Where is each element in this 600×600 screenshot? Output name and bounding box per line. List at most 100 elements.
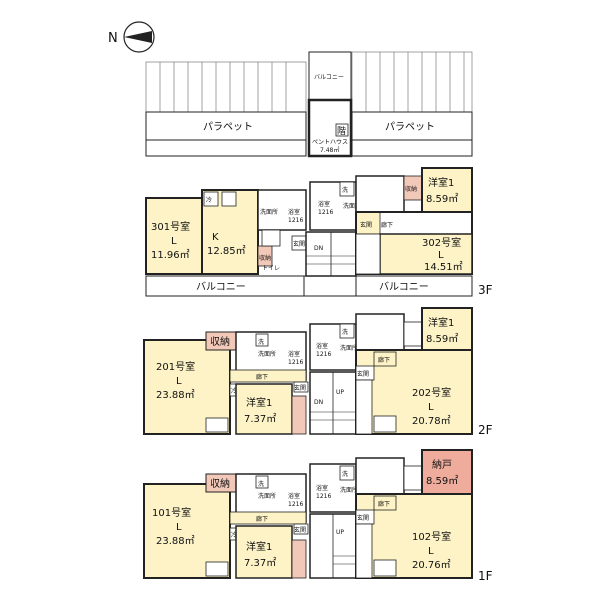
room-201-bedroom-name: 洋室1 [246,396,272,409]
floor3-entrance-right-label: 玄関 [360,221,372,229]
floor1-fridge-label: 冷 [231,531,237,539]
roof-level: パラペット パラペット バルコニー 階 ペントハウス 7.48㎡ [145,51,473,158]
room-301-area: 11.96㎡ [151,249,190,261]
floor2-fridge-label: 冷 [231,387,237,395]
floor3-label: 3F [478,283,493,297]
floor3-toilet-label: トイレ [262,265,280,272]
floor1-up-label: UP [336,529,344,536]
floor1-wash-right-label: 洗 [342,470,348,478]
room-301-name: 301号室 [151,220,190,233]
floor3-dn-label: DN [314,245,323,252]
floor2-up-label: UP [336,389,344,396]
floor3-storage-label: 収納 [259,254,271,262]
floor2-wash-right-label: 洗 [342,328,348,336]
room-102-closet-area: 8.59㎡ [426,475,458,487]
room-202-type: L [428,402,434,413]
room-101-bedroom-name: 洋室1 [246,540,272,553]
room-101-bedroom-area: 7.37㎡ [244,557,276,569]
floor1-bath-right-size: 1216 [316,493,331,500]
floor3-entrance-left-label: 玄関 [293,240,305,248]
room-302-bedroom-name: 洋室1 [428,176,454,189]
floor1-washroom-right-label: 洗面所 [340,486,358,494]
floor1-entrance-right-label: 玄関 [357,514,369,522]
room-102-closet-name: 納戸 [432,458,452,471]
room-202-name: 202号室 [412,386,451,399]
floor2-kitchen-right-icon [373,415,397,433]
floor3-wash-label: 洗 [342,186,348,194]
floor3-washroom-label: 洗面所 [260,208,278,216]
floor1-wash-left-label: 洗 [258,480,264,488]
floor3-balcony-left-label: バルコニー [196,281,246,293]
floor3-fridge-label: 冷 [206,196,212,204]
room-302 [379,233,473,275]
room-302-name: 302号室 [422,236,461,249]
floor2-bath-right-size: 1216 [316,351,331,358]
room-101-area: 23.88㎡ [156,535,195,547]
floor2-corridor-right-label: 廊下 [378,356,390,364]
kitchen-name: K [212,232,219,243]
floor1-storage-label: 収納 [210,477,230,490]
penthouse-area: 7.48㎡ [320,146,339,154]
stove-icon [221,191,237,207]
floor2-dn-label: DN [314,399,323,406]
room-302-bedroom-area: 8.59㎡ [426,193,458,205]
floor-2: 収納 201号室 L 23.88㎡ 冷 洗 洗面所 浴室 1216 廊下 玄関 … [143,307,493,437]
parapet-left-label: パラペット [203,121,253,133]
floor3-wet-area [257,189,307,231]
room-301 [145,197,203,275]
parapet-right-label: パラペット [385,121,435,133]
room-201-type: L [176,376,182,387]
room-101-bedroom [235,525,293,579]
room-302-area: 14.51㎡ [424,261,463,273]
floor2-storage-label: 収納 [210,335,230,348]
room-301-type: L [171,236,177,247]
floor1-kitchen-right-icon [373,559,397,577]
room-202-area: 20.78㎡ [412,415,451,427]
room-101-name: 101号室 [152,506,191,519]
floor3-balcony-right-label: バルコニー [379,281,429,293]
roof-balcony-label: バルコニー [314,74,344,81]
penthouse-label: ペントハウス [312,138,348,146]
floor2-kitchen-icon [205,417,229,433]
compass: N [108,21,155,53]
room-102-type: L [428,546,434,557]
floor2-bath-left-size: 1216 [288,359,303,366]
floor2-entrance-left-label: 玄関 [294,384,306,392]
floor1-bath-right-label: 浴室 [316,484,328,492]
floor1-washroom-left-label: 洗面所 [258,492,276,500]
floor1-bath-left-label: 浴室 [288,492,300,500]
compass-north-label: N [108,31,118,46]
room-201-bedroom [235,383,293,435]
room-201-name: 201号室 [156,360,195,373]
floor2-corridor-left-label: 廊下 [256,373,268,381]
floor1-kitchen-icon [205,561,229,577]
room-202-bedroom-name: 洋室1 [428,316,454,329]
floor2-bath-left-label: 浴室 [288,350,300,358]
floor1-bath-left-size: 1216 [288,501,303,508]
floor2-entrance-right-label: 玄関 [357,370,369,378]
floor3-storage-right-label: 収納 [405,185,417,193]
floor2-washroom-left-label: 洗面所 [258,350,276,358]
room-302-type: L [438,250,444,261]
room-102-closet [421,449,473,495]
floor2-label: 2F [478,423,493,437]
floor1-corridor-left-label: 廊下 [256,515,268,523]
room-202-bedroom-area: 8.59㎡ [426,333,458,345]
floor2-bath-right-label: 浴室 [316,342,328,350]
floor2-washroom-right-label: 洗面所 [340,344,358,352]
floor1-entrance-left-label: 玄関 [294,526,306,534]
floor3-corridor-label: 廊下 [381,221,393,229]
floor3-bath-right-label: 浴室 [318,200,330,208]
penthouse-stair-mark: 階 [337,126,346,137]
compass-arrow-icon [124,31,152,43]
floor3-bath-label: 浴室 [288,208,300,216]
room-101-type: L [176,522,182,533]
floor3-bath-size: 1216 [288,217,303,224]
room-202-bedroom [421,307,473,353]
floor1-label: 1F [478,569,493,583]
floor-3: バルコニー バルコニー 301号室 L 11.96㎡ 冷 K 12.85㎡ 収納… [145,167,493,297]
room-302-bedroom [421,167,473,213]
room-102-name: 102号室 [412,530,451,543]
room-201-area: 23.88㎡ [156,389,195,401]
